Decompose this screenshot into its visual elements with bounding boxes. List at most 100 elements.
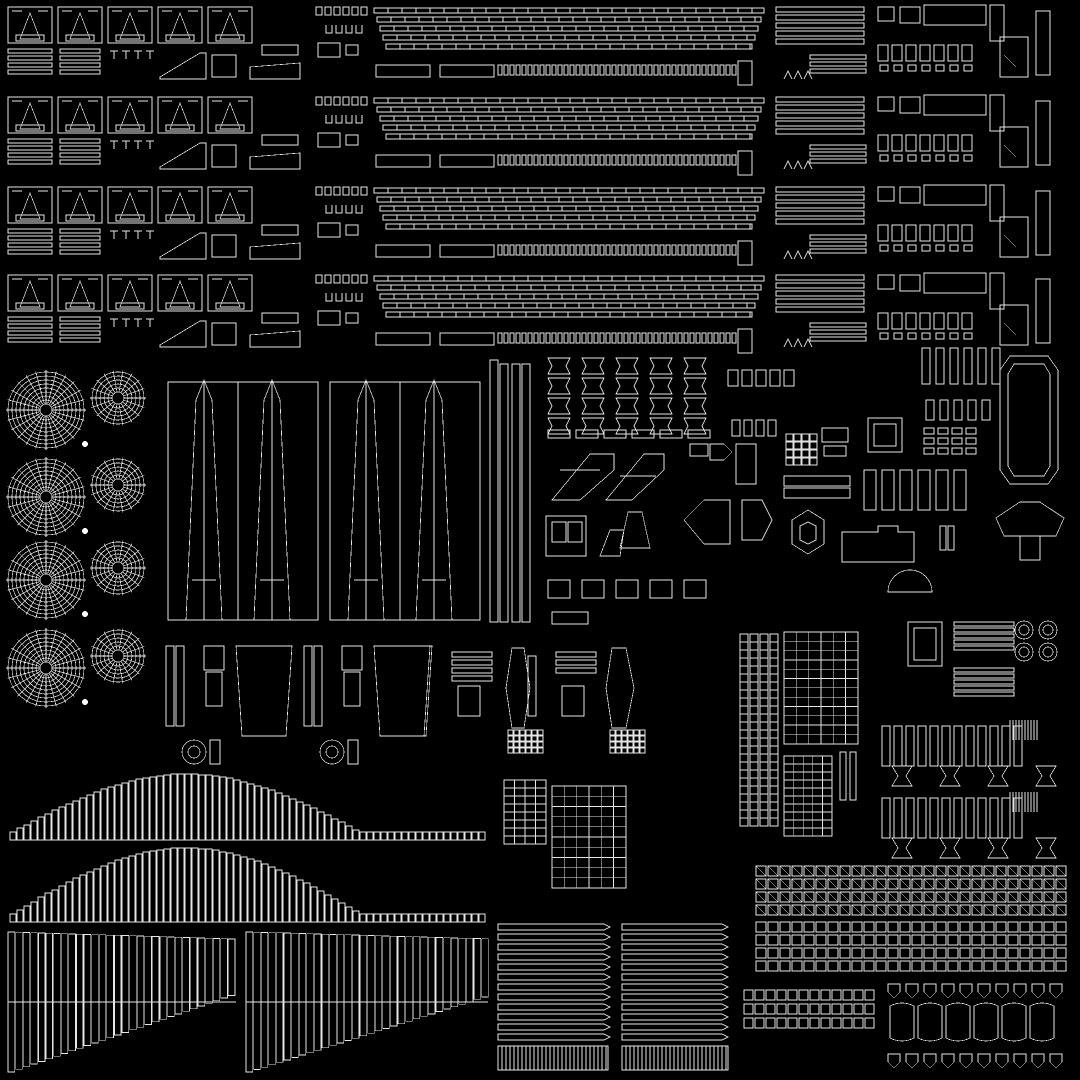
mesh-cell (1043, 865, 1055, 877)
mesh-cell (911, 891, 923, 903)
marker-dot (82, 611, 88, 617)
strip (7, 48, 53, 54)
mesh-cell (851, 934, 863, 946)
wedge-strip (76, 933, 84, 1049)
wedge-strip (114, 935, 122, 1036)
disc-small (123, 569, 145, 578)
mesh-cell (947, 891, 959, 903)
ramp-strip (16, 827, 24, 841)
small-bit (575, 429, 599, 439)
disc-small (112, 403, 118, 426)
ramp-strip (184, 847, 192, 923)
chain-link (641, 64, 647, 76)
wedge-strip (291, 932, 299, 1058)
tiny-bit (842, 1003, 853, 1015)
mesh-cell (875, 921, 887, 933)
disc-large (25, 545, 44, 575)
disc-large (51, 411, 85, 421)
tiny-bit (809, 1003, 820, 1015)
ramp-strip (261, 863, 269, 923)
disc-large (35, 585, 45, 619)
mesh-cell (887, 865, 899, 877)
ramp-strip (443, 913, 451, 923)
mesh-cell (911, 947, 923, 959)
ramp-strip (422, 913, 430, 923)
ramp-strip (44, 813, 52, 841)
triangle-panel (7, 274, 53, 312)
ramp-strip (275, 792, 283, 841)
ramp-strip (23, 824, 31, 841)
chain-link (539, 244, 545, 256)
tiny-bit (842, 989, 853, 1001)
disc-large (25, 502, 44, 532)
mesh-cell (827, 878, 839, 890)
ramp-strip (450, 831, 458, 841)
ramp-strip (324, 894, 332, 923)
grid-cell (793, 449, 802, 458)
mesh-cell (959, 904, 971, 916)
arrow-rail (621, 1033, 729, 1041)
block (877, 312, 889, 330)
block (919, 44, 931, 62)
chain-link (533, 64, 539, 76)
bracket-block (599, 529, 625, 557)
chain-link (521, 244, 527, 256)
triangle-panel (165, 302, 195, 310)
disc-large (7, 486, 41, 496)
curved-panel (1029, 1002, 1055, 1042)
wedge-strip (144, 935, 152, 1025)
clip (355, 205, 363, 214)
block (963, 244, 973, 252)
mesh-cell (911, 960, 923, 972)
disc-large (48, 502, 67, 532)
mesh-cell (851, 947, 863, 959)
disc-large (25, 673, 44, 703)
mesh-cell (995, 865, 1007, 877)
block (905, 312, 917, 330)
grid-cell (633, 747, 640, 754)
small-bit (324, 6, 332, 16)
block (877, 96, 895, 112)
strip (7, 159, 53, 165)
ramp-strip (415, 831, 423, 841)
grid-cell (951, 447, 963, 455)
mesh-cell (1019, 878, 1031, 890)
vertical-bar (839, 751, 847, 801)
mesh-cell (803, 904, 815, 916)
block (877, 6, 895, 22)
disc-large (39, 490, 53, 504)
disc-small (120, 460, 133, 480)
block (963, 332, 973, 340)
disc-large (51, 498, 85, 508)
chain-link (683, 64, 689, 76)
chain-link (521, 154, 527, 166)
triangle-panel (169, 12, 191, 40)
mesh-cell (923, 891, 935, 903)
chain-link (659, 332, 665, 344)
triangle-panel (69, 102, 91, 130)
clamp-bar (977, 725, 987, 767)
ramp-strip (247, 783, 255, 841)
tapered-panel (235, 645, 293, 737)
small-bracket (146, 140, 154, 149)
tiny-bit (765, 1003, 776, 1015)
mesh-cell (971, 904, 983, 916)
mesh-cell (863, 865, 875, 877)
disc-large (35, 629, 45, 663)
wedge-strip (336, 934, 345, 1044)
wedge-strip (253, 931, 261, 1070)
mesh-cell (887, 934, 899, 946)
disc-large (51, 399, 85, 409)
panel (999, 304, 1029, 346)
triangle-panel (207, 6, 253, 44)
block (989, 4, 1005, 42)
tiny-bit (776, 1017, 787, 1029)
mesh-cell (911, 904, 923, 916)
triangle-panel (207, 96, 253, 134)
clamp-bar (941, 725, 951, 767)
mesh-cell (1019, 947, 1031, 959)
ramp-strip (44, 892, 52, 923)
arrow-rail (497, 1023, 611, 1031)
mesh-cell (1055, 891, 1067, 903)
ramp-strip (142, 851, 150, 923)
